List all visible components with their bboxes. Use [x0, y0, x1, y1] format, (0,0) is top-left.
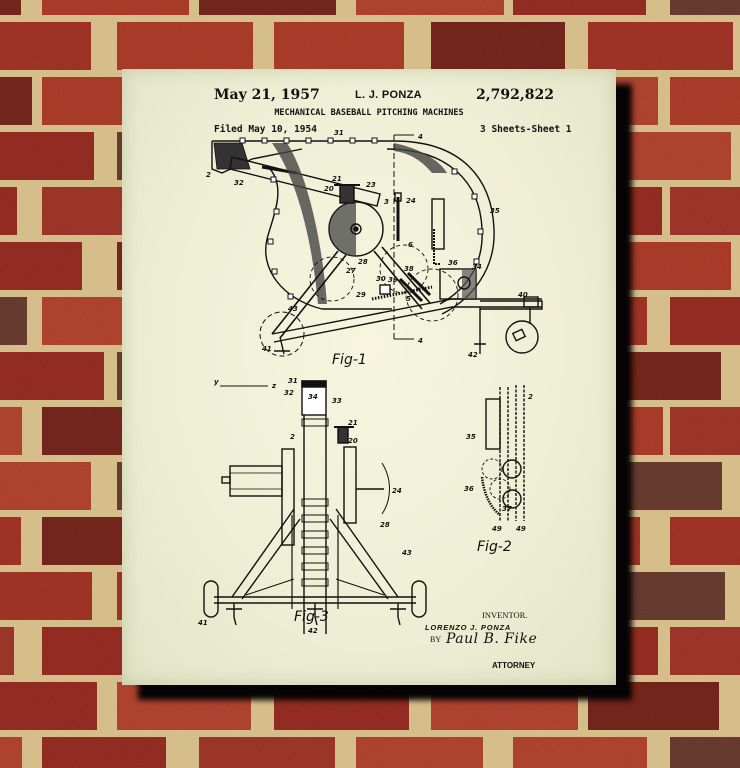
svg-text:2: 2	[290, 433, 295, 441]
svg-text:36: 36	[448, 259, 458, 267]
svg-text:4: 4	[418, 337, 423, 345]
figure-1-side-view	[211, 134, 543, 357]
brick	[274, 22, 404, 70]
inventor-full-name: LORENZO J. PONZA	[425, 623, 512, 632]
svg-text:27: 27	[346, 267, 356, 275]
inventor-label: INVENTOR.	[482, 610, 528, 620]
filed-date: Filed May 10, 1954	[214, 124, 317, 135]
brick	[0, 627, 14, 675]
svg-text:3: 3	[384, 198, 389, 206]
svg-text:31: 31	[334, 129, 344, 137]
brick	[42, 737, 166, 768]
brick	[670, 407, 740, 455]
svg-text:32: 32	[234, 179, 244, 187]
brick	[431, 22, 565, 70]
brick	[356, 737, 483, 768]
svg-text:28: 28	[380, 521, 390, 529]
svg-text:42: 42	[308, 627, 318, 635]
svg-text:41: 41	[262, 345, 272, 353]
brick	[0, 682, 97, 730]
brick	[117, 22, 253, 70]
brick	[0, 77, 32, 125]
brick	[199, 0, 336, 15]
svg-text:41: 41	[198, 619, 208, 627]
brick	[670, 737, 740, 768]
brick	[513, 737, 647, 768]
brick	[0, 462, 91, 510]
svg-text:20: 20	[324, 185, 334, 193]
svg-text:y: y	[214, 378, 219, 386]
attorney-label: ATTORNEY	[492, 661, 536, 670]
figure-2-label: Fig-2	[477, 539, 512, 555]
inventor-header: L. J. PONZA	[355, 89, 422, 101]
svg-text:33: 33	[332, 397, 342, 405]
svg-text:37: 37	[502, 505, 512, 513]
brick	[0, 572, 92, 620]
brick	[199, 737, 335, 768]
svg-text:49: 49	[516, 525, 526, 533]
patent-drawing: 31 4 2 32 21 20 23 3 24 35 6 27 28 38 39…	[198, 129, 543, 635]
brick	[670, 0, 740, 15]
svg-text:20: 20	[348, 437, 358, 445]
brick	[0, 187, 17, 235]
svg-text:21: 21	[348, 419, 358, 427]
svg-text:24: 24	[406, 197, 416, 205]
brick	[356, 0, 504, 15]
brick	[0, 737, 22, 768]
sheet-count: 3 Sheets-Sheet 1	[480, 124, 572, 135]
svg-text:z: z	[271, 382, 277, 390]
svg-text:35: 35	[490, 207, 500, 215]
svg-text:39: 39	[388, 276, 398, 284]
brick	[670, 297, 740, 345]
svg-text:35: 35	[466, 433, 476, 441]
patent-poster: May 21, 1957 L. J. PONZA 2,792,822 MECHA…	[122, 69, 616, 685]
svg-text:43: 43	[288, 305, 298, 313]
brick	[0, 407, 22, 455]
svg-text:38: 38	[404, 265, 414, 273]
svg-text:21: 21	[332, 175, 342, 183]
svg-text:2: 2	[528, 393, 533, 401]
brick	[0, 22, 91, 70]
figure-2-detail-view	[480, 385, 525, 521]
figure-3-label: Fig-3	[294, 609, 329, 625]
svg-text:30: 30	[376, 275, 386, 283]
svg-text:5: 5	[406, 295, 411, 303]
svg-text:6: 6	[408, 241, 413, 249]
figure-1-label: Fig-1	[332, 352, 367, 368]
svg-text:49: 49	[492, 525, 502, 533]
brick	[0, 0, 21, 15]
svg-text:32: 32	[284, 389, 294, 397]
attorney-signature: Paul B. Fike	[446, 631, 538, 647]
brick	[513, 0, 646, 15]
brick	[670, 517, 740, 565]
svg-text:28: 28	[358, 258, 368, 266]
brick	[0, 517, 21, 565]
brick	[588, 22, 733, 70]
brick	[0, 297, 27, 345]
svg-text:31: 31	[288, 377, 298, 385]
brick	[42, 0, 189, 15]
svg-text:4: 4	[418, 133, 423, 141]
brick	[670, 187, 740, 235]
svg-text:42: 42	[468, 351, 478, 359]
svg-text:23: 23	[366, 181, 376, 189]
brick	[670, 627, 740, 675]
brick	[0, 242, 82, 290]
patent-title: MECHANICAL BASEBALL PITCHING MACHINES	[274, 108, 464, 118]
patent-number: 2,792,822	[476, 87, 554, 103]
brick	[0, 352, 104, 400]
brick	[0, 132, 94, 180]
patent-date: May 21, 1957	[214, 87, 320, 103]
svg-text:36: 36	[464, 485, 474, 493]
svg-text:29: 29	[356, 291, 366, 299]
svg-text:43: 43	[402, 549, 412, 557]
svg-text:40: 40	[518, 291, 528, 299]
svg-text:24: 24	[392, 487, 402, 495]
figure-3-front-view	[203, 380, 427, 634]
by-label: BY	[430, 635, 442, 644]
svg-text:34: 34	[308, 393, 318, 401]
svg-text:2: 2	[206, 171, 211, 179]
brick	[670, 77, 740, 125]
svg-text:34: 34	[472, 263, 482, 271]
